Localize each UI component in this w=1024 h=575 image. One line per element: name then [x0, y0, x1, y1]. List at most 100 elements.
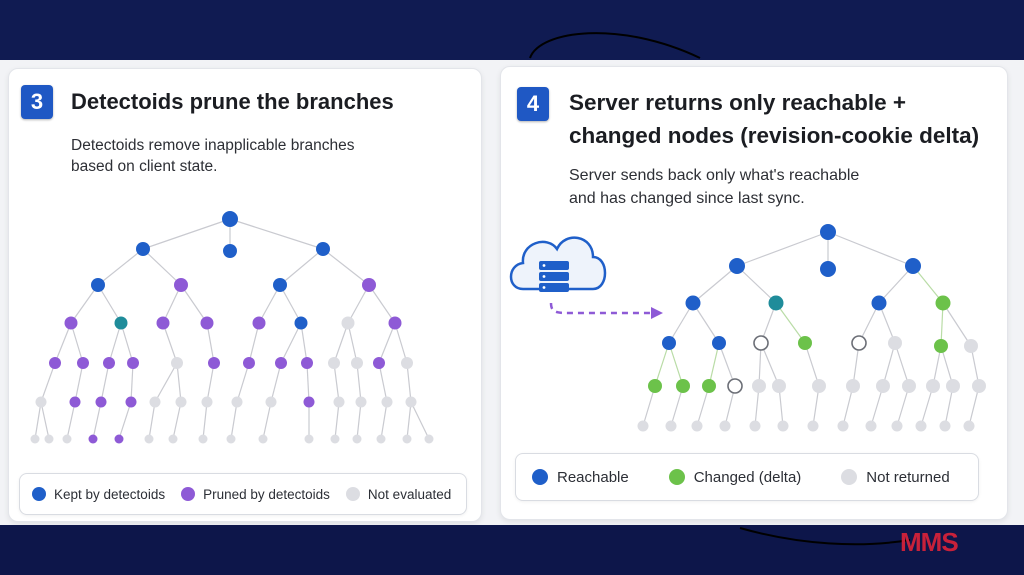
tree3-edge [347, 284, 370, 324]
tree3-edge [66, 401, 76, 440]
tree3-node [156, 316, 170, 330]
legend-label-changed: Changed (delta) [693, 468, 802, 486]
legend-dot-not-returned [841, 469, 858, 485]
tree3-edge [100, 362, 110, 403]
tree3-edge [322, 248, 370, 286]
tree4-edge [668, 342, 684, 387]
tree4-nodes [637, 224, 986, 432]
legend-label-pruned: Pruned by detectoids [203, 486, 330, 502]
tree3-node [171, 357, 183, 369]
legend-item-reachable: Reachable [532, 469, 629, 486]
legend-label-not-evaluated: Not evaluated [367, 486, 452, 502]
step3-tree-diagram [30, 211, 434, 444]
tree3-edge [248, 322, 260, 364]
tree3-node [341, 316, 355, 330]
tree3-node [201, 396, 213, 408]
tree3-edge [70, 284, 99, 324]
tree3-node [174, 278, 188, 292]
tree3-edge [300, 322, 308, 364]
tree3-node [351, 357, 363, 369]
step3-subtitle-line1: Detectoids remove inapplicable branches [71, 137, 355, 154]
step3-badge: 3 [21, 85, 53, 119]
tree4-node [665, 420, 677, 432]
tree3-node [258, 434, 268, 444]
tree3-node [355, 396, 367, 408]
tree4-edge [668, 302, 694, 344]
tree3-edge [236, 362, 250, 403]
tree3-node [388, 316, 402, 330]
tree3-edge [40, 362, 56, 403]
tree3-node [149, 396, 161, 408]
tree3-node [30, 434, 40, 444]
tree4-node [964, 339, 978, 353]
tree3-edge [334, 401, 340, 440]
tree4-edge [804, 342, 820, 387]
legend-label-not-returned: Not returned [866, 468, 950, 486]
tree3-edge [394, 322, 408, 364]
tree4-node [926, 379, 940, 393]
tree3-edge [120, 322, 134, 364]
tree4-node [637, 420, 649, 432]
step4-title-line1: Server returns only reachable + [569, 90, 907, 115]
tree3-edge [97, 248, 144, 286]
step3-legend: Kept by detectoids Pruned by detectoids … [19, 473, 467, 515]
tree3-node [168, 434, 178, 444]
tree4-node [935, 295, 951, 311]
tree4-node [777, 420, 789, 432]
tree4-node [851, 335, 867, 351]
tree3-node [223, 244, 237, 258]
step4-subtitle-line2: and has changed since last sync. [569, 190, 805, 207]
step3-panel: 3 Detectoids prune the branches Detectoi… [8, 68, 482, 522]
tree3-node [125, 396, 137, 408]
tree3-node [208, 357, 220, 369]
legend-dot-changed [668, 469, 685, 485]
tree3-node [114, 434, 124, 444]
tree4-edges [642, 231, 980, 427]
tree3-edge [118, 401, 132, 440]
tree3-edge [130, 362, 134, 403]
tree4-node [865, 420, 877, 432]
tree3-edge [34, 401, 42, 440]
tree4-node [662, 336, 676, 350]
step4-badge: 4 [517, 87, 549, 121]
tree3-nodes [30, 211, 434, 444]
tree3-node [328, 357, 340, 369]
tree4-node [702, 379, 716, 393]
tree3-node [265, 396, 277, 408]
tree3-edge [333, 362, 340, 403]
tree4-node [648, 379, 662, 393]
legend-dot-kept [32, 487, 46, 501]
tree3-node [35, 396, 47, 408]
tree3-edge [356, 362, 362, 403]
tree3-node [198, 434, 208, 444]
tree4-edge [736, 231, 829, 267]
tree3-edge [142, 218, 231, 250]
tree3-edge [378, 322, 396, 364]
step4-tree-diagram [509, 224, 986, 432]
arrow-right-icon [549, 302, 663, 319]
tree4-edge [942, 302, 972, 347]
legend-item-kept: Kept by detectoids [32, 487, 165, 502]
tree3-node [304, 434, 314, 444]
tree3-edge [258, 284, 281, 324]
tree4-node [727, 378, 743, 394]
tree3-node [103, 357, 115, 369]
tree3-node [44, 434, 54, 444]
tree3-edge [347, 322, 358, 364]
tree3-edge [262, 401, 272, 440]
tree4-node [963, 420, 975, 432]
tree3-edge [206, 362, 215, 403]
tree4-node [719, 420, 731, 432]
tree3-node [362, 278, 376, 292]
tree3-edge [202, 401, 208, 440]
tree3-edge [142, 248, 182, 286]
tree3-node [62, 434, 72, 444]
tree3-edge [108, 322, 122, 364]
legend-item-pruned: Pruned by detectoids [181, 487, 330, 502]
step3-title: Detectoids prune the branches [71, 89, 394, 114]
step3-subtitle-line2: based on client state. [71, 158, 218, 175]
tree3-edge [356, 401, 362, 440]
tree3-edge [148, 401, 156, 440]
tree4-node [939, 420, 951, 432]
tree3-edge [162, 284, 182, 324]
